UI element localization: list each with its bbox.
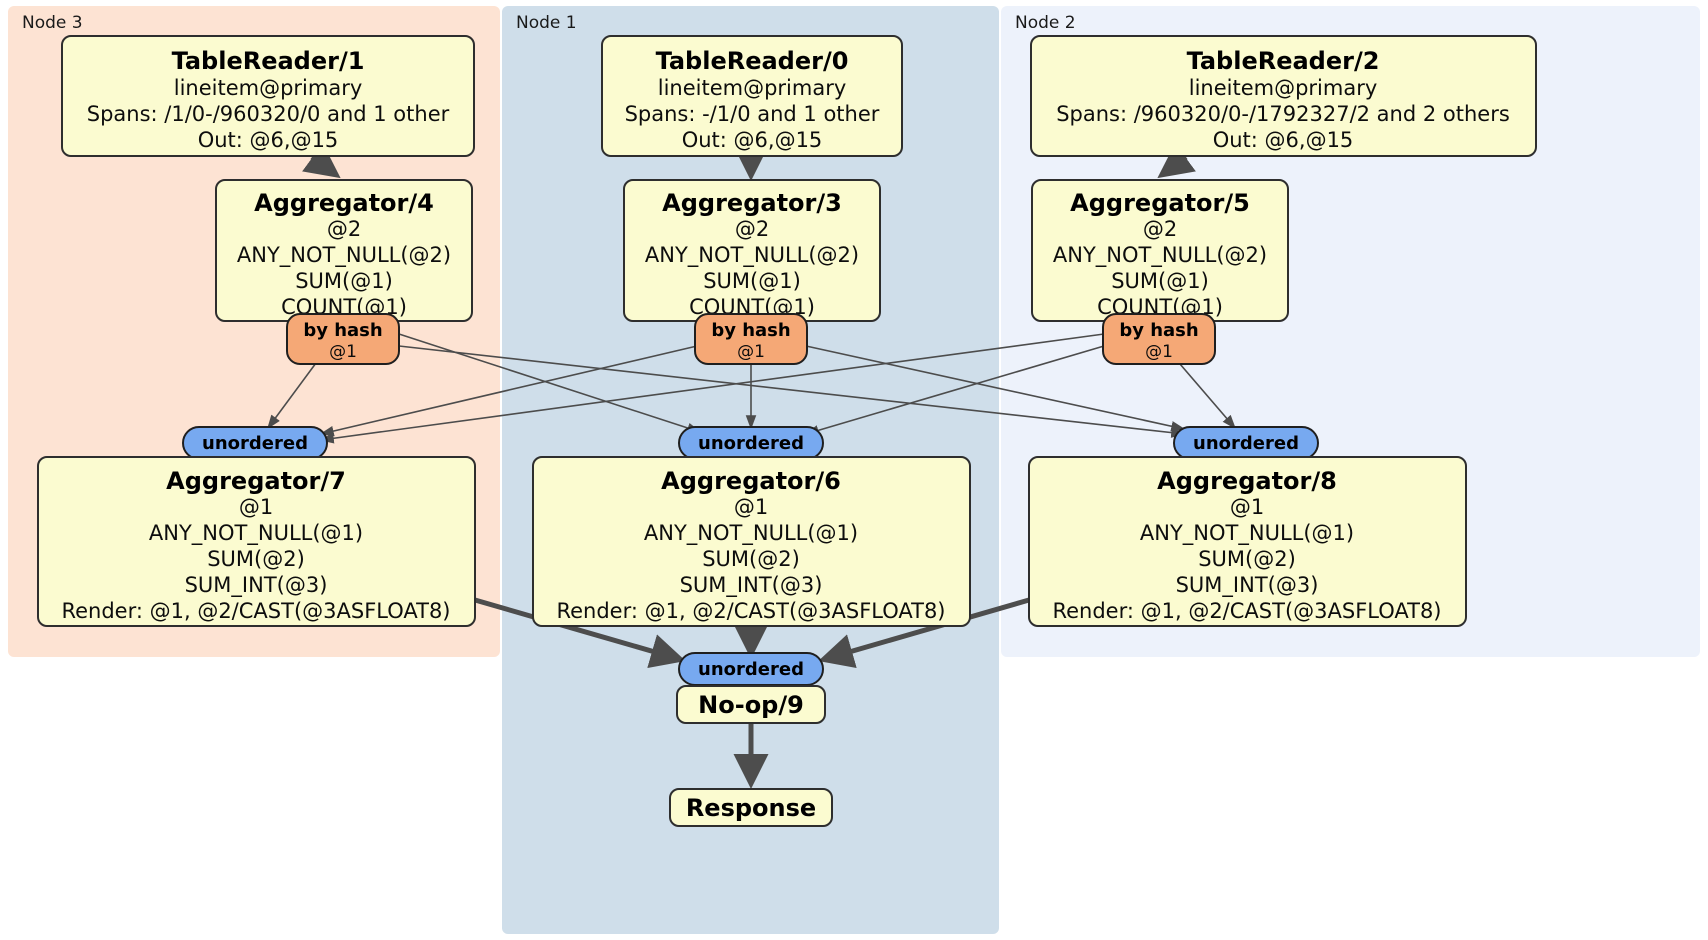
router-label: unordered: [202, 433, 308, 454]
edge-hash3-unordered7: [319, 345, 698, 437]
processor-title: Aggregator/4: [254, 189, 434, 217]
processor-line: Out: @6,@15: [198, 128, 339, 152]
edge-hash4-unordered8: [398, 345, 1186, 438]
processor-line: lineitem@primary: [658, 76, 847, 100]
processor-line: SUM(@2): [702, 547, 800, 571]
processor-line: Spans: /1/0-/960320/0 and 1 other: [87, 102, 450, 126]
processor-aggregator3[interactable]: Aggregator/3 @2 ANY_NOT_NULL(@2) SUM(@1)…: [623, 179, 881, 322]
edge-tablereader2-aggregator5: [1157, 143, 1196, 179]
processor-line: ANY_NOT_NULL(@1): [644, 521, 858, 546]
router-label: unordered: [698, 659, 804, 680]
router-sublabel: @1: [737, 342, 765, 362]
region-node1-label: Node 1: [516, 13, 577, 33]
processor-title: Aggregator/6: [661, 467, 841, 495]
processor-line: @1: [239, 495, 273, 519]
processor-tablereader2[interactable]: TableReader/2 lineitem@primary Spans: /9…: [1030, 35, 1537, 157]
processor-line: ANY_NOT_NULL(@1): [1140, 521, 1354, 546]
processor-line: ANY_NOT_NULL(@2): [1053, 243, 1267, 268]
processor-line: SUM(@1): [1111, 269, 1209, 293]
edge-hash3-unordered8: [805, 345, 1186, 432]
edge-hash4-unordered7: [267, 362, 317, 430]
router-label: unordered: [698, 433, 804, 454]
processor-title: No-op/9: [698, 691, 804, 719]
edge-tablereader1-aggregator4: [302, 143, 341, 179]
router-sublabel: @1: [1145, 342, 1173, 362]
processor-line: @1: [1230, 495, 1264, 519]
processor-line: lineitem@primary: [1189, 76, 1378, 100]
processor-line: SUM(@2): [1198, 547, 1296, 571]
router-hash-aggregator4[interactable]: by hash @1: [286, 313, 400, 365]
processor-line: Out: @6,@15: [1213, 128, 1354, 152]
processor-line: @1: [734, 495, 768, 519]
processor-response[interactable]: Response: [669, 788, 833, 827]
processor-title: Aggregator/8: [1157, 467, 1337, 495]
processor-line: Out: @6,@15: [682, 128, 823, 152]
processor-aggregator7[interactable]: Aggregator/7 @1 ANY_NOT_NULL(@1) SUM(@2)…: [37, 456, 476, 627]
router-label: by hash: [303, 320, 382, 341]
processor-line: SUM(@1): [295, 269, 393, 293]
processor-line: ANY_NOT_NULL(@1): [149, 521, 363, 546]
router-sublabel: @1: [329, 342, 357, 362]
router-unordered-aggregator6[interactable]: unordered: [678, 426, 824, 460]
region-node3-label: Node 3: [22, 13, 83, 33]
router-hash-aggregator3[interactable]: by hash @1: [694, 313, 808, 365]
processor-line: SUM_INT(@3): [680, 573, 823, 598]
processor-line: ANY_NOT_NULL(@2): [645, 243, 859, 268]
processor-line: Render: @1, @2/CAST(@3ASFLOAT8): [61, 599, 450, 623]
processor-tablereader1[interactable]: TableReader/1 lineitem@primary Spans: /1…: [61, 35, 475, 157]
processor-title: TableReader/1: [172, 47, 365, 75]
processor-line: SUM_INT(@3): [1176, 573, 1319, 598]
processor-line: Render: @1, @2/CAST(@3ASFLOAT8): [556, 599, 945, 623]
processor-line: Spans: /960320/0-/1792327/2 and 2 others: [1056, 102, 1510, 126]
processor-line: lineitem@primary: [174, 76, 363, 100]
processor-line: SUM(@2): [207, 547, 305, 571]
router-label: unordered: [1193, 433, 1299, 454]
processor-title: Aggregator/7: [166, 467, 346, 495]
edge-aggregator8-unordered9: [818, 597, 1030, 669]
edge-hash4-unordered6: [398, 333, 702, 434]
edge-aggregator7-unordered9: [474, 597, 686, 669]
processor-aggregator4[interactable]: Aggregator/4 @2 ANY_NOT_NULL(@2) SUM(@1)…: [215, 179, 473, 322]
router-label: by hash: [1119, 320, 1198, 341]
processor-line: SUM(@1): [703, 269, 801, 293]
processor-aggregator8[interactable]: Aggregator/8 @1 ANY_NOT_NULL(@1) SUM(@2)…: [1028, 456, 1467, 627]
region-node2-label: Node 2: [1015, 13, 1076, 33]
processor-tablereader0[interactable]: TableReader/0 lineitem@primary Spans: -/…: [601, 35, 903, 157]
router-hash-aggregator5[interactable]: by hash @1: [1102, 313, 1216, 365]
processor-title: Response: [686, 794, 816, 822]
processor-aggregator6[interactable]: Aggregator/6 @1 ANY_NOT_NULL(@1) SUM(@2)…: [532, 456, 971, 627]
processor-line: @2: [1143, 217, 1177, 241]
processor-line: Spans: -/1/0 and 1 other: [625, 102, 880, 126]
processor-line: Render: @1, @2/CAST(@3ASFLOAT8): [1052, 599, 1441, 623]
processor-title: TableReader/2: [1187, 47, 1380, 75]
edge-hash5-unordered7: [319, 333, 1105, 444]
processor-line: @2: [735, 217, 769, 241]
processor-line: ANY_NOT_NULL(@2): [237, 243, 451, 268]
router-unordered-aggregator8[interactable]: unordered: [1173, 426, 1319, 460]
router-label: by hash: [711, 320, 790, 341]
processor-line: @2: [327, 217, 361, 241]
router-unordered-aggregator7[interactable]: unordered: [182, 426, 328, 460]
edge-hash5-unordered6: [804, 345, 1105, 436]
edge-hash5-unordered8: [1179, 363, 1237, 430]
processor-title: Aggregator/3: [662, 189, 842, 217]
processor-aggregator5[interactable]: Aggregator/5 @2 ANY_NOT_NULL(@2) SUM(@1)…: [1031, 179, 1289, 322]
processor-title: TableReader/0: [656, 47, 849, 75]
processor-noop9[interactable]: No-op/9: [676, 685, 826, 724]
router-unordered-noop9[interactable]: unordered: [678, 652, 824, 686]
processor-title: Aggregator/5: [1070, 189, 1250, 217]
processor-line: SUM_INT(@3): [185, 573, 328, 598]
